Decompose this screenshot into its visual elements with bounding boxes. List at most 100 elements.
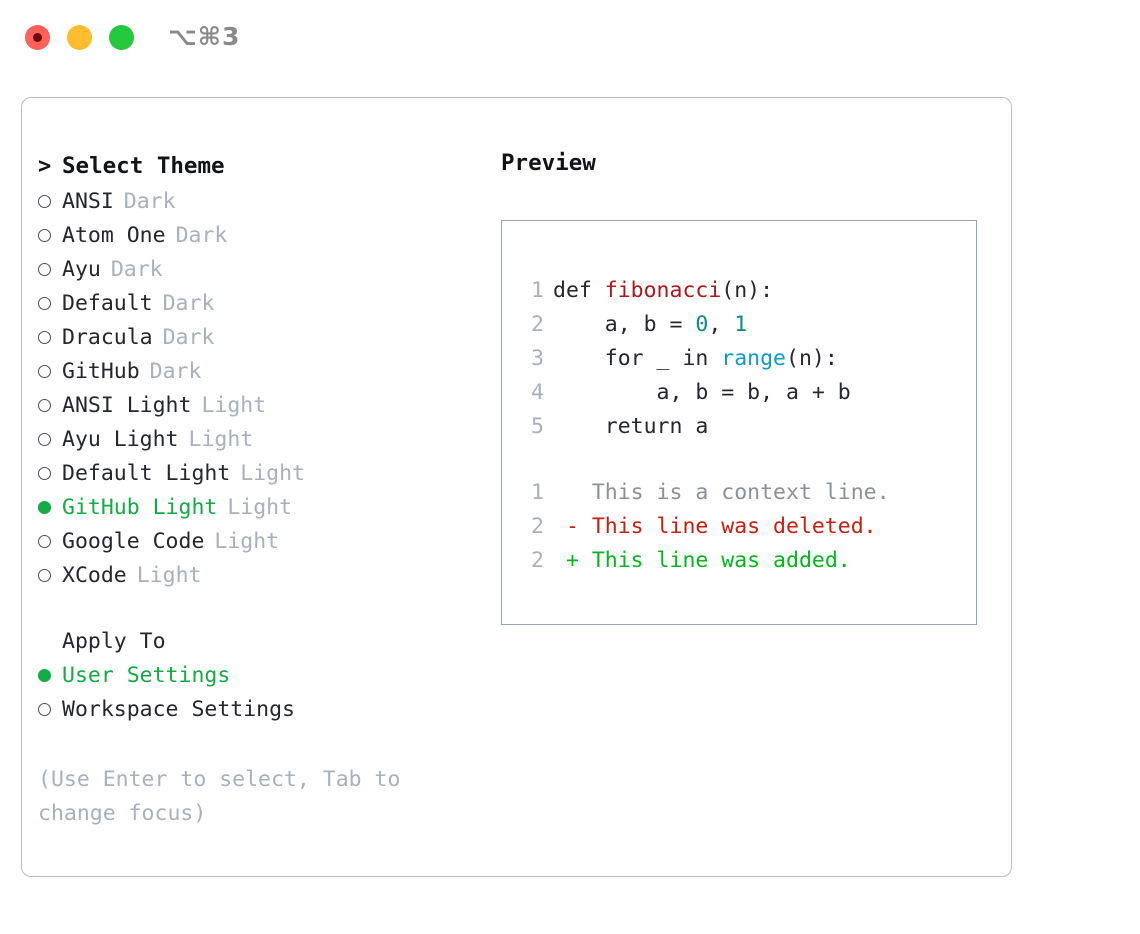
theme-variant-tag: Light (188, 426, 254, 452)
theme-variant-tag: Light (227, 494, 293, 520)
apply-to-header: Apply To (62, 628, 166, 654)
theme-item-label: Ayu Light (62, 426, 179, 452)
theme-item-label: XCode (62, 562, 127, 588)
diff-marker: + (553, 548, 579, 573)
theme-item-label: Dracula (62, 324, 153, 350)
theme-item-6[interactable]: ANSI Light Light (38, 388, 488, 422)
title-bar: ⌥⌘3 (0, 0, 1140, 78)
code-token-plain: a, b = b, a + b (553, 380, 851, 405)
radio-unselected-icon (38, 558, 62, 592)
radio-unselected-icon (38, 252, 62, 286)
theme-item-label: GitHub (62, 358, 140, 384)
minimize-button[interactable] (67, 25, 92, 50)
code-token-num: 1 (734, 312, 748, 337)
apply-item-0[interactable]: User Settings (38, 658, 488, 692)
code-line-1: 2 a, b = 0, 1 (518, 308, 890, 342)
radio-unselected-icon (38, 692, 62, 726)
code-token-plain: def (553, 278, 605, 303)
code-token-func: fibonacci (604, 278, 722, 303)
theme-variant-tag: Dark (123, 188, 176, 214)
theme-item-11[interactable]: XCode Light (38, 558, 488, 592)
theme-item-9[interactable]: GitHub Light Light (38, 490, 488, 524)
preview-title: Preview (501, 150, 596, 176)
apply-item-1[interactable]: Workspace Settings (38, 692, 488, 726)
theme-item-0[interactable]: ANSI Dark (38, 184, 488, 218)
code-line-4: 5 return a (518, 410, 890, 444)
diff-line-0: 1 This is a context line. (518, 476, 890, 510)
line-number: 2 (531, 548, 544, 573)
line-number: 1 (531, 278, 544, 303)
radio-unselected-icon (38, 456, 62, 490)
line-number: 3 (531, 346, 544, 371)
diff-line-2: 2 + This line was added. (518, 544, 890, 578)
radio-unselected-icon (38, 524, 62, 558)
close-button[interactable] (25, 25, 50, 50)
theme-item-label: ANSI (62, 188, 114, 214)
code-token-num: 0 (695, 312, 709, 337)
code-token-call: range (721, 346, 787, 371)
keyboard-hint-text: (Use Enter to select, Tab to change focu… (38, 767, 401, 826)
code-token-plain: for _ in (553, 346, 722, 371)
code-line-0: 1 def fibonacci(n): (518, 274, 890, 308)
diff-line-1: 2 - This line was deleted. (518, 510, 890, 544)
theme-variant-tag: Dark (162, 290, 215, 316)
maximize-button[interactable] (109, 25, 134, 50)
theme-variant-tag: Light (136, 562, 202, 588)
spacer (38, 592, 488, 624)
theme-item-label: GitHub Light (62, 494, 218, 520)
diff-text: This line was added. (578, 548, 851, 573)
theme-variant-tag: Dark (175, 222, 228, 248)
theme-item-label: Default Light (62, 460, 231, 486)
radio-unselected-icon (38, 422, 62, 456)
theme-item-label: ANSI Light (62, 392, 192, 418)
diff-text: This line was deleted. (578, 514, 877, 539)
radio-unselected-icon (38, 184, 62, 218)
radio-unselected-icon (38, 286, 62, 320)
radio-unselected-icon (38, 388, 62, 422)
theme-variant-tag: Dark (162, 324, 215, 350)
line-number: 1 (531, 480, 544, 505)
radio-unselected-icon (38, 320, 62, 354)
apply-item-label: Workspace Settings (62, 696, 295, 722)
code-blank-line (518, 444, 890, 476)
theme-item-7[interactable]: Ayu Light Light (38, 422, 488, 456)
code-line-3: 4 a, b = b, a + b (518, 376, 890, 410)
code-token-plain: (n): (721, 278, 774, 303)
select-theme-header: > Select Theme (38, 150, 488, 184)
diff-marker (553, 480, 579, 505)
line-number: 2 (531, 514, 544, 539)
radio-unselected-icon (38, 354, 62, 388)
theme-item-4[interactable]: Dracula Dark (38, 320, 488, 354)
code-token-plain: return a (553, 414, 709, 439)
theme-variant-tag: Light (201, 392, 267, 418)
apply-item-label: User Settings (62, 662, 231, 688)
line-number: 5 (531, 414, 544, 439)
theme-variant-tag: Dark (110, 256, 163, 282)
line-number: 2 (531, 312, 544, 337)
radio-unselected-icon (38, 218, 62, 252)
radio-selected-icon (38, 658, 62, 692)
theme-variant-tag: Dark (149, 358, 202, 384)
select-theme-title: Select Theme (62, 153, 225, 179)
window-controls (25, 25, 134, 50)
diff-marker: - (553, 514, 579, 539)
code-token-plain: , (708, 312, 735, 337)
radio-selected-icon (38, 490, 62, 524)
theme-item-5[interactable]: GitHub Dark (38, 354, 488, 388)
code-token-plain: a, b = (553, 312, 696, 337)
code-token-plain: (n): (786, 346, 838, 371)
line-number: 4 (531, 380, 544, 405)
theme-variant-tag: Light (214, 528, 280, 554)
diff-text: This is a context line. (578, 480, 890, 505)
